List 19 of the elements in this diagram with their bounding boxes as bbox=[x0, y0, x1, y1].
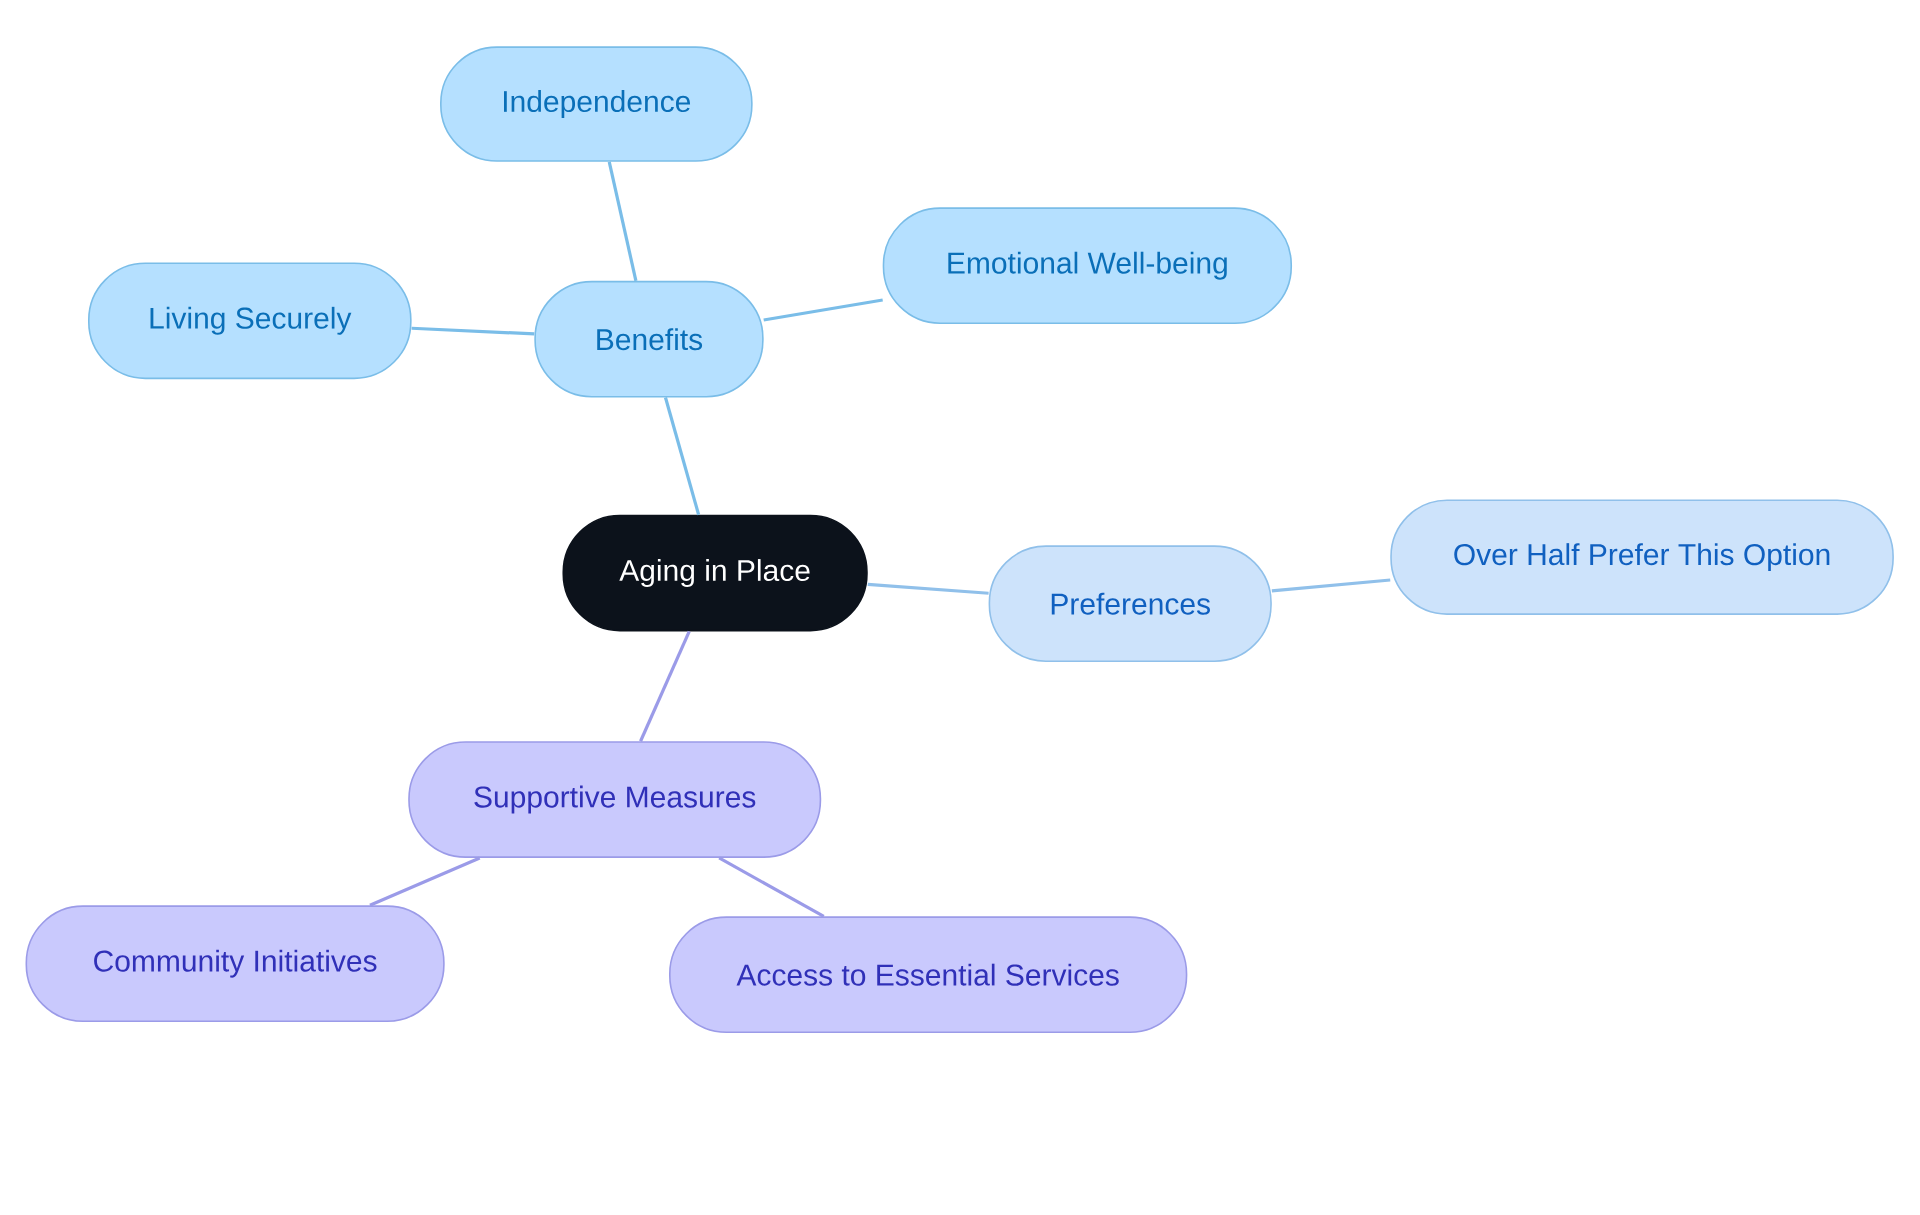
topic-box: Community Initiatives bbox=[25, 905, 445, 1023]
connector-line bbox=[867, 582, 989, 595]
connector-line bbox=[369, 856, 481, 907]
connector-line bbox=[411, 326, 535, 336]
topic-box: Living Securely bbox=[88, 262, 412, 380]
connector-line bbox=[763, 298, 883, 322]
topic-box: Emotional Well-being bbox=[882, 207, 1293, 325]
connector-line bbox=[607, 161, 638, 282]
connector-line bbox=[718, 856, 825, 918]
connector-line bbox=[663, 397, 701, 516]
connector-line bbox=[639, 630, 691, 742]
root-node: Aging in Place bbox=[562, 514, 868, 632]
topic-box: Supportive Measures bbox=[408, 741, 822, 858]
topic-box: Over Half Prefer This Option bbox=[1390, 499, 1894, 615]
topic-box: Preferences bbox=[988, 545, 1272, 662]
topic-box: Benefits bbox=[534, 280, 764, 398]
connector-line bbox=[1271, 578, 1391, 593]
topic-box: Independence bbox=[440, 46, 753, 162]
topic-box: Access to Essential Services bbox=[669, 916, 1188, 1034]
